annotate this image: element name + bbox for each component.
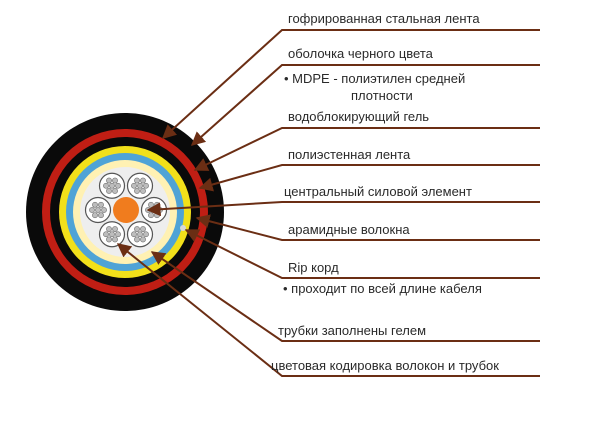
fiber xyxy=(140,188,146,194)
fiber xyxy=(98,212,104,219)
fiber xyxy=(89,207,95,213)
fiber xyxy=(148,201,154,208)
loose-tubes xyxy=(84,172,168,248)
label-outer-sheath: оболочка черного цвета xyxy=(288,46,433,61)
fiber xyxy=(109,231,115,238)
fiber xyxy=(140,226,146,232)
fiber xyxy=(134,226,140,232)
leader-tubes-gel xyxy=(150,251,540,342)
fiber xyxy=(134,188,140,194)
leader-water-gel xyxy=(193,127,540,171)
label-outer-sheath-note-cont: плотности xyxy=(351,88,413,103)
cable-cross-section xyxy=(26,113,224,311)
fiber xyxy=(112,226,118,232)
fiber xyxy=(106,177,112,184)
leader-lines xyxy=(116,29,540,377)
label-tubes-gel: трубки заполнены гелем xyxy=(278,323,427,338)
label-color-coding: цветовая кодировка волокон и трубок xyxy=(271,358,499,373)
central-member xyxy=(113,197,139,223)
fiber xyxy=(143,231,149,238)
fiber xyxy=(101,207,107,213)
fiber xyxy=(154,212,160,219)
fiber xyxy=(148,212,154,219)
label-rip-cord: Rip корд xyxy=(288,260,339,275)
fiber xyxy=(115,231,121,238)
fiber xyxy=(112,188,118,194)
label-outer-sheath-note: • MDPE - полиэтилен средней xyxy=(284,71,466,86)
fiber xyxy=(112,177,118,184)
fiber xyxy=(103,182,109,189)
fiber xyxy=(134,236,140,243)
leader-aramid xyxy=(195,214,540,241)
fiber xyxy=(140,177,146,184)
fiber xyxy=(137,182,143,189)
leader-color-coding xyxy=(116,243,540,377)
leader-corrugated-tape xyxy=(161,29,540,139)
label-polyester-tape: полиэстенная лента xyxy=(288,147,411,162)
label-central-member: центральный силовой элемент xyxy=(284,184,472,199)
label-rip-cord-note: • проходит по всей длине кабеля xyxy=(283,281,482,296)
fiber xyxy=(131,182,137,189)
rip-cord-dot xyxy=(180,225,186,231)
fiber xyxy=(154,201,160,208)
fiber xyxy=(131,231,137,238)
fiber xyxy=(106,226,112,232)
fiber xyxy=(92,201,98,208)
label-corrugated-tape: гофрированная стальная лента xyxy=(288,11,480,26)
fiber xyxy=(103,231,109,238)
fiber xyxy=(143,182,149,189)
fiber xyxy=(140,236,146,243)
leader-outer-sheath xyxy=(190,64,540,146)
fiber xyxy=(106,188,112,194)
fiber xyxy=(92,212,98,219)
fiber xyxy=(98,201,104,208)
fiber xyxy=(134,177,140,184)
leader-polyester-tape xyxy=(198,164,540,192)
leader-central-member xyxy=(146,201,540,217)
fiber xyxy=(95,207,101,213)
fiber xyxy=(109,182,115,189)
fiber xyxy=(115,182,121,189)
fiber xyxy=(112,236,118,243)
fiber xyxy=(137,231,143,238)
leader-rip-cord xyxy=(184,229,540,279)
label-water-gel: водоблокирующий гель xyxy=(288,109,430,124)
label-aramid: арамидные волокна xyxy=(288,222,410,237)
fiber xyxy=(106,236,112,243)
